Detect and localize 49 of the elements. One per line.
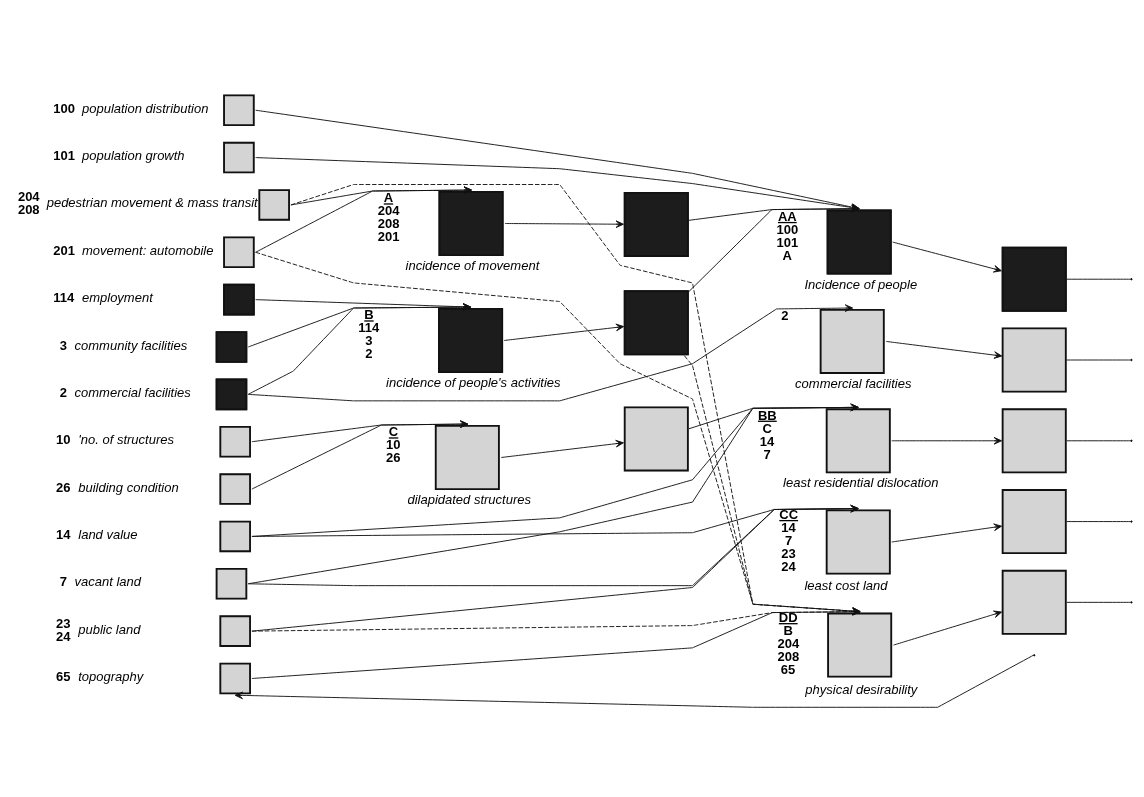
node-label: C 14 7 xyxy=(759,420,775,462)
node-label: 26 xyxy=(55,479,71,495)
node-label: BB xyxy=(757,407,777,423)
node-label: 14 7 23 24 xyxy=(781,519,796,574)
node-label: DD xyxy=(778,609,798,625)
node-label: commercial facilities xyxy=(795,375,912,391)
node-label: employment xyxy=(81,289,153,305)
node-label: CC xyxy=(779,506,799,522)
node-label: 204 208 201 xyxy=(377,202,400,244)
node-label: B xyxy=(364,306,374,322)
node-label: building condition xyxy=(78,479,179,495)
node-label: public land xyxy=(78,621,141,637)
node-label: C xyxy=(388,423,399,439)
node-label: least residential dislocation xyxy=(783,474,939,490)
node-label: Incidence of people xyxy=(804,276,918,292)
node-label: 10 xyxy=(55,431,71,447)
node-label: 2 xyxy=(59,384,67,400)
node-label: vacant land xyxy=(74,573,142,589)
node-label: 2 xyxy=(781,307,789,323)
node-label: population growth xyxy=(81,147,185,163)
node-label: incidence of movement xyxy=(405,257,540,273)
node-label: 65 xyxy=(55,668,71,684)
node-label: dilapidated structures xyxy=(407,491,532,507)
node-label: 'no. of structures xyxy=(78,431,174,447)
node-label: 100 xyxy=(53,100,75,116)
node-label: incidence of people's activities xyxy=(386,374,561,390)
node-label: movement: automobile xyxy=(81,242,214,258)
node-label: community facilities xyxy=(74,337,188,353)
node-label: A xyxy=(383,189,394,205)
node-label: 10 26 xyxy=(386,436,401,465)
node-label: 7 xyxy=(59,573,67,589)
node-label: least cost land xyxy=(804,577,888,593)
node-label: 114 3 2 xyxy=(358,319,380,361)
node-label: topography xyxy=(78,668,144,684)
node-label: 201 xyxy=(53,242,75,258)
node-label: 101 xyxy=(53,147,75,163)
node-label: physical desirability xyxy=(805,681,918,697)
node-label: AA xyxy=(777,208,797,224)
node-label: commercial facilities xyxy=(74,384,191,400)
node-label: B 204 208 65 xyxy=(777,622,800,677)
node-label: pedestrian movement & mass transit xyxy=(46,194,258,210)
node-label: land value xyxy=(78,526,138,542)
node-label: 114 xyxy=(53,289,75,305)
node-label: 23 24 xyxy=(55,615,71,644)
node-label: 14 xyxy=(55,526,71,542)
node-label: 3 xyxy=(59,337,67,353)
node-label: 204 208 xyxy=(17,188,40,217)
node-label: 100 101 A xyxy=(776,221,799,263)
node-label: population distribution xyxy=(81,100,209,116)
